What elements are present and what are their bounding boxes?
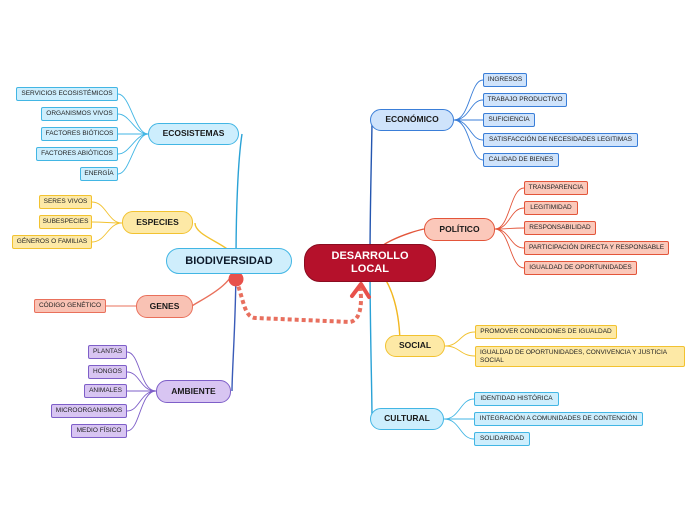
leaf-trabajo-productivo[interactable]: TRABAJO PRODUCTIVO bbox=[483, 93, 567, 107]
leaf-solidaridad[interactable]: SOLIDARIDAD bbox=[474, 432, 530, 446]
leaf-generos-o-familias[interactable]: GÉNEROS O FAMILIAS bbox=[12, 235, 92, 249]
leaf-label: FACTORES ABIÓTICOS bbox=[41, 150, 113, 158]
branch-label: CULTURAL bbox=[384, 413, 430, 424]
leaf-calidad-de-bienes[interactable]: CALIDAD DE BIENES bbox=[483, 153, 559, 167]
branch-cultural[interactable]: CULTURAL bbox=[370, 408, 444, 430]
leaf-satisfaccion-necesidades[interactable]: SATISFACCIÓN DE NECESIDADES LEGITIMAS bbox=[483, 133, 638, 147]
leaf-suficiencia[interactable]: SUFICIENCIA bbox=[483, 113, 535, 127]
leaf-label: PARTICIPACIÓN DIRECTA Y RESPONSABLE bbox=[528, 244, 665, 252]
leaf-subespecies[interactable]: SUBESPECIES bbox=[39, 215, 92, 229]
leaf-factores-abioticos[interactable]: FACTORES ABIÓTICOS bbox=[36, 147, 118, 161]
leaf-promover-condiciones[interactable]: PROMOVER CONDICIONES DE IGUALDAD bbox=[475, 325, 617, 339]
leaf-label: SERVICIOS ECOSISTÉMICOS bbox=[21, 90, 113, 98]
branch-politico[interactable]: POLÍTICO bbox=[424, 218, 495, 241]
leaf-factores-bioticos[interactable]: FACTORES BIÓTICOS bbox=[41, 127, 118, 141]
leaf-label: SOLIDARIDAD bbox=[479, 435, 525, 443]
central-label-line2: LOCAL bbox=[351, 263, 389, 275]
leaf-label: TRANSPARENCIA bbox=[528, 184, 584, 192]
leaf-label: ANIMALES bbox=[89, 387, 122, 395]
branch-especies[interactable]: ESPECIES bbox=[122, 211, 193, 234]
leaf-servicios-ecosistemicos[interactable]: SERVICIOS ECOSISTÉMICOS bbox=[16, 87, 118, 101]
leaf-legitimidad[interactable]: LEGITIMIDAD bbox=[524, 201, 578, 215]
branch-economico[interactable]: ECONÓMICO bbox=[370, 109, 454, 131]
leaf-label: CALIDAD DE BIENES bbox=[488, 156, 554, 164]
branch-label: SOCIAL bbox=[398, 340, 432, 351]
branch-label: POLÍTICO bbox=[439, 223, 480, 234]
leaf-label: HONGOS bbox=[93, 368, 122, 376]
leaf-label: SERES VIVOS bbox=[43, 198, 88, 206]
branch-social[interactable]: SOCIAL bbox=[385, 335, 445, 357]
leaf-transparencia[interactable]: TRANSPARENCIA bbox=[524, 181, 588, 195]
branch-label: AMBIENTE bbox=[171, 385, 216, 396]
leaf-energia[interactable]: ENERGÍA bbox=[80, 167, 118, 181]
leaf-label: MEDIO FÍSICO bbox=[76, 427, 122, 435]
leaf-label: TRABAJO PRODUCTIVO bbox=[487, 96, 563, 104]
leaf-label: FACTORES BIÓTICOS bbox=[45, 130, 114, 138]
leaf-ingresos[interactable]: INGRESOS bbox=[483, 73, 527, 87]
leaf-identidad-historica[interactable]: IDENTIDAD HISTÓRICA bbox=[474, 392, 559, 406]
leaf-codigo-genetico[interactable]: CÓDIGO GENÉTICO bbox=[34, 299, 106, 313]
leaf-label: LEGITIMIDAD bbox=[530, 204, 572, 212]
leaf-label: INGRESOS bbox=[487, 76, 523, 84]
leaf-label: PLANTAS bbox=[92, 348, 123, 356]
leaf-integracion-comunidades[interactable]: INTEGRACIÓN A COMUNIDADES DE CONTENCIÓN bbox=[474, 412, 643, 426]
leaf-label: IDENTIDAD HISTÓRICA bbox=[480, 395, 553, 403]
leaf-label: MICROORGANISMOS bbox=[55, 407, 123, 415]
relation-arrow bbox=[228, 271, 371, 325]
leaf-hongos[interactable]: HONGOS bbox=[88, 365, 127, 379]
central-node-desarrollo-local[interactable]: DESARROLLO LOCAL bbox=[304, 244, 436, 282]
central-label: BIODIVERSIDAD bbox=[185, 254, 273, 267]
leaf-label: SATISFACCIÓN DE NECESIDADES LEGITIMAS bbox=[489, 136, 632, 144]
leaf-label: PROMOVER CONDICIONES DE IGUALDAD bbox=[480, 328, 612, 336]
leaf-label: IGUALDAD DE OPORTUNIDADES, CONVIVENCIA Y… bbox=[480, 349, 667, 364]
central-label-line1: DESARROLLO bbox=[331, 250, 409, 263]
branch-label: ECOSISTEMAS bbox=[162, 128, 225, 139]
leaf-label: SUFICIENCIA bbox=[488, 116, 530, 124]
branch-label: ECONÓMICO bbox=[385, 114, 439, 125]
branch-label: GENES bbox=[149, 300, 180, 311]
leaf-participacion-directa[interactable]: PARTICIPACIÓN DIRECTA Y RESPONSABLE bbox=[524, 241, 669, 255]
leaf-igualdad-convivencia-justicia[interactable]: IGUALDAD DE OPORTUNIDADES, CONVIVENCIA Y… bbox=[475, 346, 685, 367]
branch-label: ESPECIES bbox=[136, 216, 179, 227]
leaf-label: IGUALDAD DE OPORTUNIDADES bbox=[529, 264, 632, 272]
leaf-label: SUBESPECIES bbox=[42, 218, 89, 226]
leaf-animales[interactable]: ANIMALES bbox=[84, 384, 127, 398]
leaf-organismos-vivos[interactable]: ORGANISMOS VIVOS bbox=[41, 107, 118, 121]
leaf-label: GÉNEROS O FAMILIAS bbox=[16, 238, 88, 246]
leaf-igualdad-oportunidades[interactable]: IGUALDAD DE OPORTUNIDADES bbox=[524, 261, 637, 275]
central-node-biodiversidad[interactable]: BIODIVERSIDAD bbox=[166, 248, 292, 274]
leaf-label: ORGANISMOS VIVOS bbox=[46, 110, 113, 118]
leaf-plantas[interactable]: PLANTAS bbox=[88, 345, 127, 359]
leaf-label: ENERGÍA bbox=[84, 170, 114, 178]
leaf-label: INTEGRACIÓN A COMUNIDADES DE CONTENCIÓN bbox=[479, 415, 638, 423]
leaf-responsabilidad[interactable]: RESPONSABILIDAD bbox=[524, 221, 596, 235]
branch-genes[interactable]: GENES bbox=[136, 295, 193, 318]
branch-ecosistemas[interactable]: ECOSISTEMAS bbox=[148, 123, 239, 145]
leaf-label: RESPONSABILIDAD bbox=[529, 224, 591, 232]
leaf-label: CÓDIGO GENÉTICO bbox=[38, 302, 102, 310]
leaf-microorganismos[interactable]: MICROORGANISMOS bbox=[51, 404, 127, 418]
leaf-medio-fisico[interactable]: MEDIO FÍSICO bbox=[71, 424, 127, 438]
leaf-seres-vivos[interactable]: SERES VIVOS bbox=[39, 195, 92, 209]
branch-ambiente[interactable]: AMBIENTE bbox=[156, 380, 231, 403]
